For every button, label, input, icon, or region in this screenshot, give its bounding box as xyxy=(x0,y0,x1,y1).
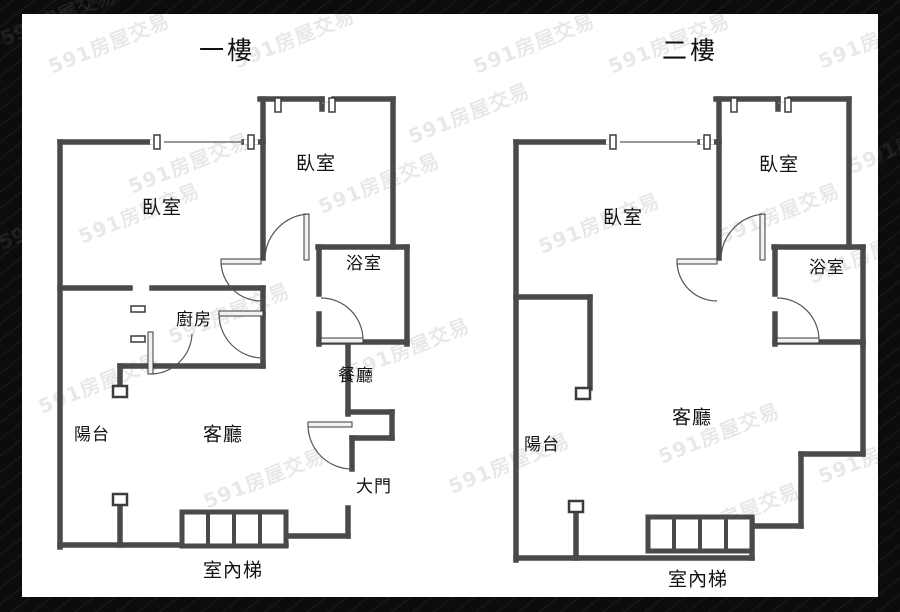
watermark: 591房屋交易 xyxy=(470,14,598,79)
bedroom-left-door-leaf xyxy=(676,258,718,265)
watermark: 591房屋交易 xyxy=(815,14,878,74)
room-label-living: 客廳 xyxy=(672,407,712,429)
room-label-kitchen: 廚房 xyxy=(176,309,212,330)
kitchen-door-leaf xyxy=(218,310,264,317)
kitchen-door-2-swing-arc xyxy=(149,333,193,375)
watermark: 591房屋交易 xyxy=(535,188,663,258)
room-label-balcony: 陽台 xyxy=(74,425,110,445)
watermark: 591房屋交易 xyxy=(805,218,878,288)
bathroom-door-swing-arc xyxy=(320,297,364,341)
fixture-square xyxy=(567,499,585,514)
kitchen-door-swing-arc xyxy=(218,313,264,359)
front-door-swing-arc xyxy=(307,424,353,470)
window-symbol xyxy=(130,302,146,316)
bathroom-door-leaf xyxy=(776,337,820,344)
floor-plan-2 xyxy=(513,96,866,563)
fixture-square xyxy=(574,386,592,401)
room-label-bedroom-left: 臥室 xyxy=(142,197,182,219)
staircase xyxy=(179,509,289,549)
room-label-bedroom-upper: 臥室 xyxy=(296,153,336,175)
bedroom-left-door-leaf xyxy=(220,258,262,265)
bedroom-left-door-swing-arc xyxy=(676,260,718,302)
room-label-dining: 餐廳 xyxy=(338,366,374,386)
room-label-bathroom: 浴室 xyxy=(346,254,382,274)
watermark: 591房屋交易 xyxy=(405,78,533,148)
bedroom-upper-door-swing-arc xyxy=(720,213,766,259)
window-symbol xyxy=(727,97,741,113)
front-door-leaf xyxy=(307,421,353,428)
room-label-bedroom-upper: 臥室 xyxy=(759,154,799,176)
bedroom-upper-door-leaf xyxy=(303,213,310,261)
room-label-indoor-stairs: 室內梯 xyxy=(203,560,263,582)
window-symbol xyxy=(150,134,164,150)
floor-plan-1 xyxy=(57,96,410,550)
window-symbol xyxy=(130,332,146,346)
bedroom-left-door-swing-arc xyxy=(220,260,262,302)
room-label-indoor-stairs: 室內梯 xyxy=(668,569,728,591)
kitchen-door-2-leaf xyxy=(147,331,154,375)
bedroom-upper-door-swing-arc xyxy=(264,213,310,259)
fixture-square xyxy=(111,492,129,507)
room-label-bathroom: 浴室 xyxy=(809,258,845,278)
room-label-balcony: 陽台 xyxy=(524,435,560,455)
watermark: 591房屋交易 xyxy=(715,178,843,248)
bathroom-door-leaf xyxy=(320,337,364,344)
floor-title-2: 二樓 xyxy=(662,36,718,65)
window-symbol xyxy=(244,134,258,150)
window-symbol xyxy=(325,97,339,113)
room-label-living: 客廳 xyxy=(203,424,243,446)
window-symbol xyxy=(781,97,795,113)
watermark: 591房屋交易 xyxy=(200,443,328,513)
staircase xyxy=(645,514,755,554)
floor-title-1: 一樓 xyxy=(199,36,255,65)
fixture-square xyxy=(111,384,129,399)
window-symbol xyxy=(271,97,285,113)
watermark: 591房屋交易 xyxy=(45,14,173,79)
window-symbol xyxy=(700,134,714,150)
room-label-bedroom-left: 臥室 xyxy=(603,207,643,229)
room-label-front-door: 大門 xyxy=(356,477,392,497)
window-symbol xyxy=(606,134,620,150)
bedroom-upper-door-leaf xyxy=(759,213,766,261)
bathroom-door-swing-arc xyxy=(776,297,820,341)
watermark: 591房屋交易 xyxy=(35,348,163,418)
